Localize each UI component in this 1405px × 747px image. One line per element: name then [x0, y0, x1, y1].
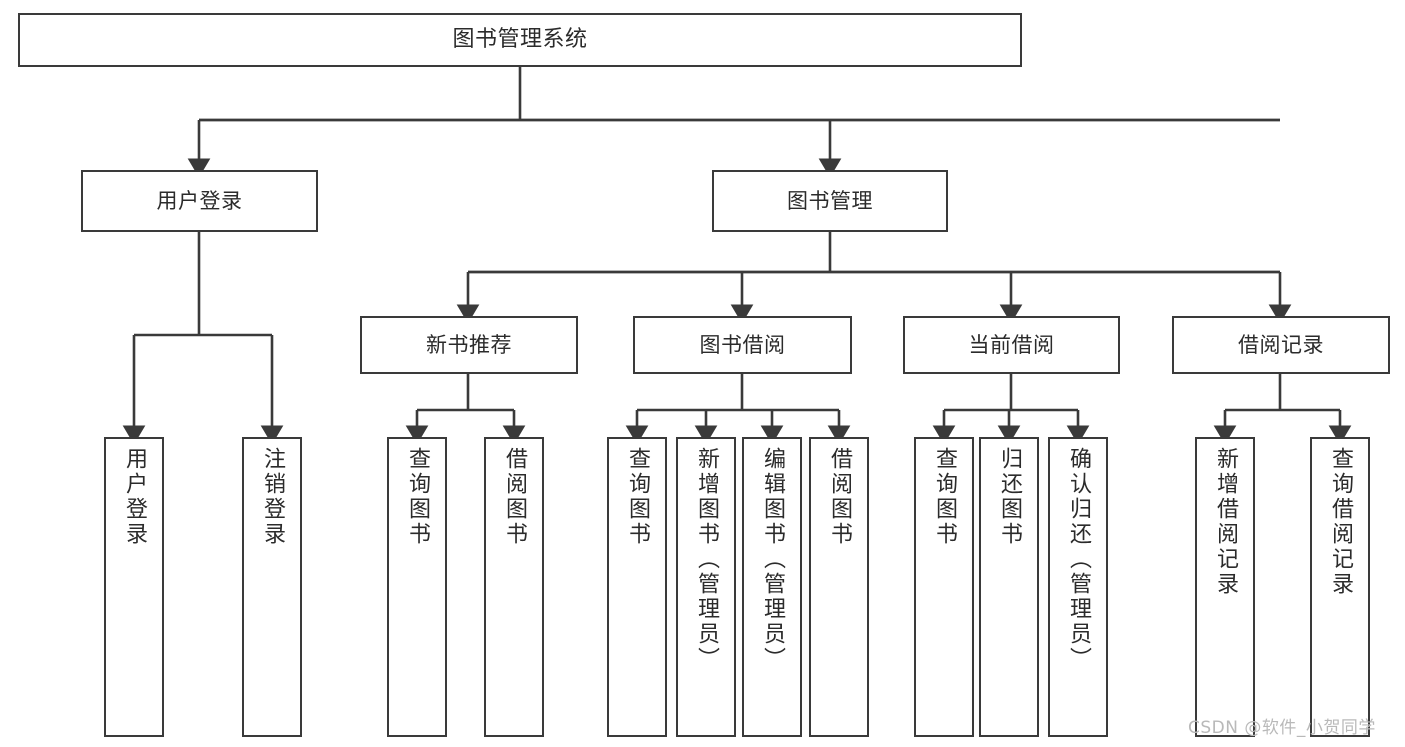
leaf-record-add[interactable]: 新增借阅记录 — [1195, 437, 1255, 737]
leaf-new-book-borrow[interactable]: 借阅图书 — [484, 437, 544, 737]
node-borrow-record[interactable]: 借阅记录 — [1172, 316, 1390, 374]
node-label: 新增借阅记录 — [1213, 447, 1238, 597]
leaf-current-return-book[interactable]: 归还图书 — [979, 437, 1039, 737]
leaf-borrow-borrow-book[interactable]: 借阅图书 — [809, 437, 869, 737]
node-root-book-management-system[interactable]: 图书管理系统 — [18, 13, 1022, 67]
leaf-current-query-book[interactable]: 查询图书 — [914, 437, 974, 737]
node-label: 查询图书 — [405, 447, 430, 547]
node-label: 归还图书 — [997, 447, 1022, 547]
node-label: 新书推荐 — [426, 332, 512, 357]
node-label: 借阅图书 — [827, 447, 852, 547]
node-label: 借阅图书 — [502, 447, 527, 547]
leaf-new-book-query[interactable]: 查询图书 — [387, 437, 447, 737]
leaf-record-query[interactable]: 查询借阅记录 — [1310, 437, 1370, 737]
leaf-borrow-edit-book-admin[interactable]: 编辑图书（管理员） — [742, 437, 802, 737]
node-label: 查询借阅记录 — [1328, 447, 1353, 597]
leaf-user-login[interactable]: 用户登录 — [104, 437, 164, 737]
node-label: 注销登录 — [260, 447, 285, 547]
node-label: 用户登录 — [122, 447, 147, 547]
node-label: 图书借阅 — [699, 332, 786, 357]
leaf-borrow-add-book-admin[interactable]: 新增图书（管理员） — [676, 437, 736, 737]
node-new-book-recommend[interactable]: 新书推荐 — [360, 316, 578, 374]
node-label: 用户登录 — [156, 188, 243, 213]
leaf-logout-login[interactable]: 注销登录 — [242, 437, 302, 737]
node-label: 查询图书 — [625, 447, 650, 547]
node-label: 新增图书（管理员） — [694, 447, 719, 672]
node-label: 查询图书 — [932, 447, 957, 547]
node-book-management[interactable]: 图书管理 — [712, 170, 948, 232]
node-current-borrow[interactable]: 当前借阅 — [903, 316, 1120, 374]
node-book-borrow[interactable]: 图书借阅 — [633, 316, 852, 374]
node-label: 图书管理 — [787, 188, 873, 213]
leaf-borrow-query-book[interactable]: 查询图书 — [607, 437, 667, 737]
node-label: 确认归还（管理员） — [1066, 447, 1091, 672]
node-label: 编辑图书（管理员） — [760, 447, 785, 672]
node-label: 借阅记录 — [1238, 332, 1324, 357]
node-label: 当前借阅 — [968, 332, 1055, 357]
node-label: 图书管理系统 — [452, 27, 588, 53]
node-user-login[interactable]: 用户登录 — [81, 170, 318, 232]
leaf-current-confirm-return-admin[interactable]: 确认归还（管理员） — [1048, 437, 1108, 737]
